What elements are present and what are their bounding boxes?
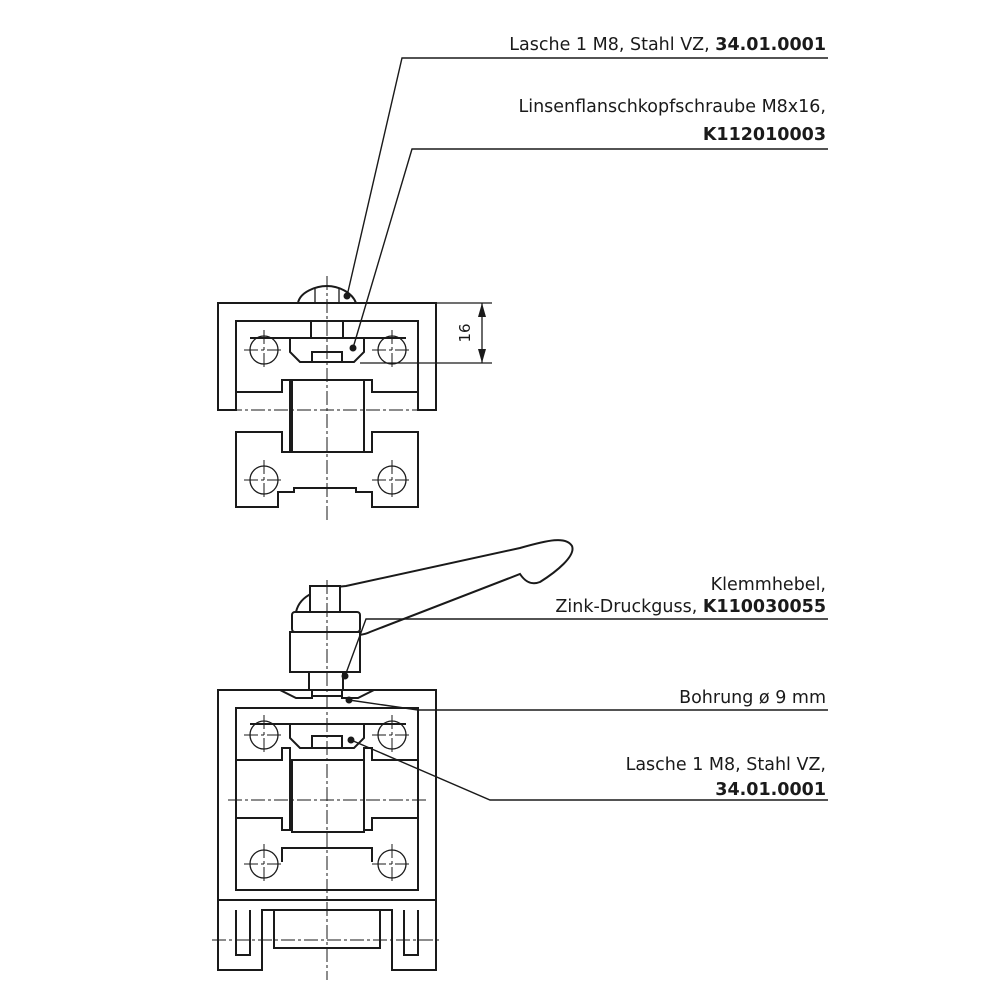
- label-top-lasche: Lasche 1 M8, Stahl VZ, 34.01.0001: [509, 35, 826, 55]
- label-top-lasche-code: 34.01.0001: [715, 35, 826, 55]
- bottom-assembly: [212, 539, 574, 980]
- top-leaders: [343, 57, 828, 352]
- top-assembly: 16: [217, 276, 492, 520]
- dimension-16: 16: [360, 302, 492, 364]
- dimension-value: 16: [456, 323, 474, 342]
- top-bores: [244, 330, 412, 500]
- label-bore: Bohrung ø 9 mm: [679, 688, 826, 708]
- label-lever-material: Zink-Druckguss, K110030055: [555, 597, 826, 617]
- label-lever-line2: Zink-Druckguss,: [555, 597, 702, 617]
- label-bottom-lasche: Lasche 1 M8, Stahl VZ,: [626, 755, 826, 775]
- label-lever-code: K110030055: [703, 597, 826, 617]
- label-lever: Klemmhebel,: [711, 575, 826, 595]
- label-screw: Linsenflanschkopfschraube M8x16,: [518, 97, 826, 117]
- bottom-profile-inner: [236, 723, 418, 862]
- clamp-lever: [289, 539, 574, 697]
- bottom-bores: [244, 715, 412, 884]
- label-screw-code: K112010003: [703, 125, 826, 145]
- bottom-leaders: [341, 618, 828, 801]
- label-top-lasche-text: Lasche 1 M8, Stahl VZ,: [509, 35, 715, 55]
- label-bottom-lasche-code: 34.01.0001: [715, 780, 826, 800]
